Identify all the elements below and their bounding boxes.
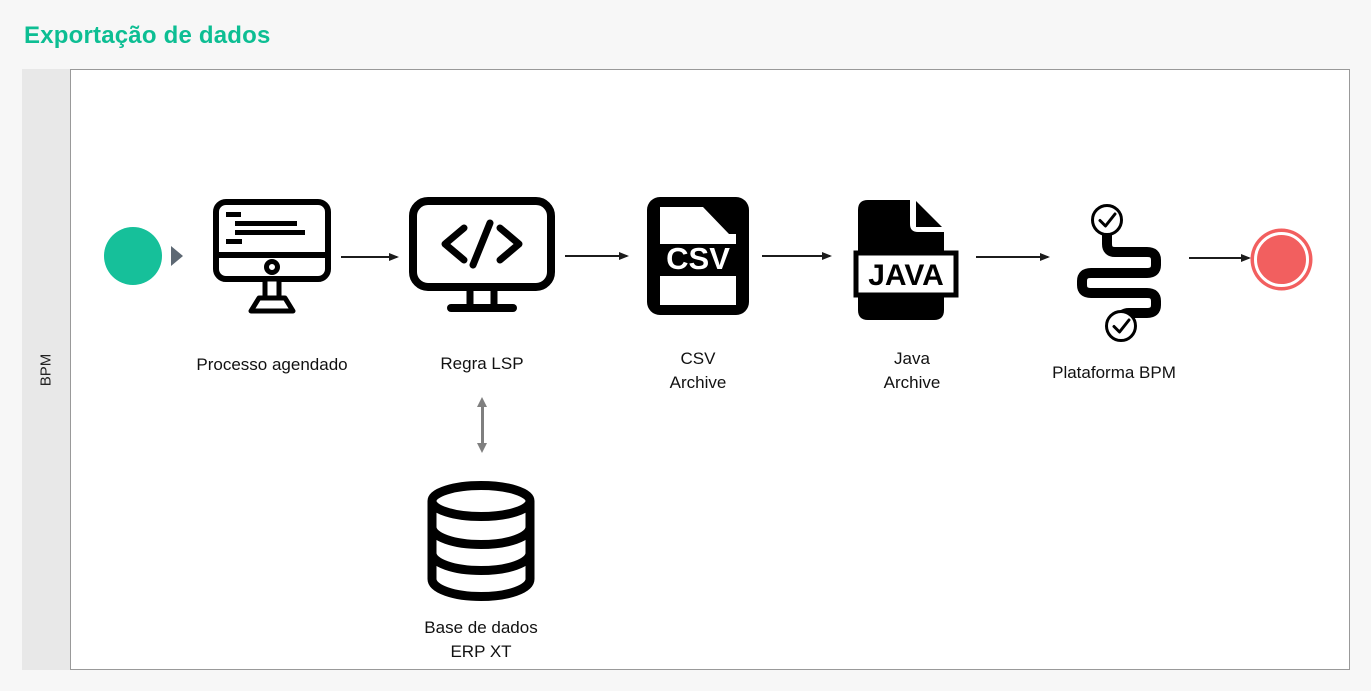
processo-agendado-label: Processo agendado [196, 355, 348, 374]
csv-file-text: CSV [666, 241, 730, 276]
end-event-icon [1250, 228, 1313, 291]
scheduled-process-monitor-icon [213, 199, 331, 314]
connector-regra-to-database[interactable] [481, 406, 484, 444]
play-icon [171, 246, 183, 266]
code-monitor-icon [409, 197, 555, 312]
base-de-dados-node[interactable] [423, 479, 539, 602]
regra-lsp-label: Regra LSP [440, 354, 524, 373]
java-archive-label: Java Archive [812, 347, 1012, 395]
end-event-node[interactable] [1250, 228, 1313, 291]
java-label-line2: Archive [883, 373, 941, 392]
connector-regra-to-csv[interactable] [565, 255, 627, 257]
java-label-line1: Java [894, 349, 930, 368]
workflow-checks-icon [1077, 204, 1161, 342]
java-archive-node[interactable]: JAVA [850, 198, 962, 322]
csv-label-line1: CSV [680, 349, 716, 368]
play-marker [170, 245, 184, 267]
database-label-line2: ERP XT [450, 642, 512, 661]
page-title: Exportação de dados [24, 22, 271, 49]
csv-label-line2: Archive [669, 373, 727, 392]
csv-file-icon: CSV [647, 197, 749, 315]
connector-java-to-plataforma[interactable] [976, 256, 1048, 258]
diagram-canvas[interactable]: Processo agendado Regra LSP [70, 69, 1350, 670]
bpm-pool: BPM [22, 69, 1350, 670]
processo-agendado-node[interactable] [211, 197, 333, 317]
java-file-icon: JAVA [853, 200, 959, 320]
database-label-line1: Base de dados [424, 618, 538, 637]
csv-archive-label: CSV Archive [598, 347, 798, 395]
plataforma-bpm-label: Plataforma BPM [1052, 363, 1176, 382]
database-icon [427, 481, 535, 602]
connector-csv-to-java[interactable] [762, 255, 830, 257]
start-event-icon [104, 227, 162, 285]
regra-lsp-node[interactable] [407, 196, 557, 318]
start-event-node[interactable] [104, 227, 162, 285]
plataforma-bpm-node[interactable] [1069, 195, 1175, 345]
csv-archive-node[interactable]: CSV [644, 197, 752, 315]
lane-header-bpm: BPM [22, 69, 70, 670]
connector-start-to-regra[interactable] [341, 256, 397, 258]
base-de-dados-label: Base de dados ERP XT [381, 616, 581, 664]
java-file-text: JAVA [868, 259, 944, 292]
lane-label: BPM [37, 353, 55, 386]
connector-plataforma-to-end[interactable] [1189, 257, 1249, 259]
